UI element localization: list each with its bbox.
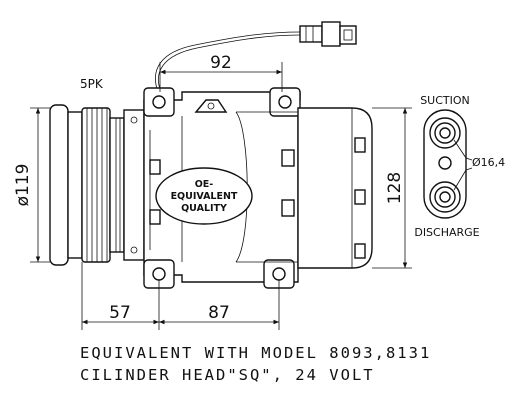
- dimension-lines: [30, 62, 412, 330]
- port-diameter-label: Ø16,4: [472, 156, 505, 169]
- oe-quality-stamp: OE- EQUIVALENT QUALITY: [155, 167, 253, 225]
- stamp-line-3: QUALITY: [181, 203, 227, 214]
- stamp-line-2: EQUIVALENT: [171, 191, 238, 202]
- pulley-type-label: 5PK: [80, 77, 104, 91]
- suction-label: SUCTION: [420, 94, 470, 107]
- caption-line-2: CILINDER HEAD"SQ", 24 VOLT: [80, 366, 375, 384]
- dim-pulley-offset: 57: [109, 303, 131, 323]
- dim-height: 128: [385, 172, 405, 204]
- dim-width-top: 92: [210, 53, 232, 73]
- caption-line-1: EQUIVALENT WITH MODEL 8093,8131: [80, 344, 432, 362]
- stamp-line-1: OE-: [195, 179, 214, 190]
- pulley: [49, 104, 145, 266]
- port-detail: [423, 109, 473, 219]
- dim-body-offset: 87: [208, 303, 230, 323]
- discharge-label: DISCHARGE: [414, 226, 479, 239]
- electrical-connector: [155, 21, 357, 93]
- dim-pulley-diameter: ø119: [13, 164, 33, 207]
